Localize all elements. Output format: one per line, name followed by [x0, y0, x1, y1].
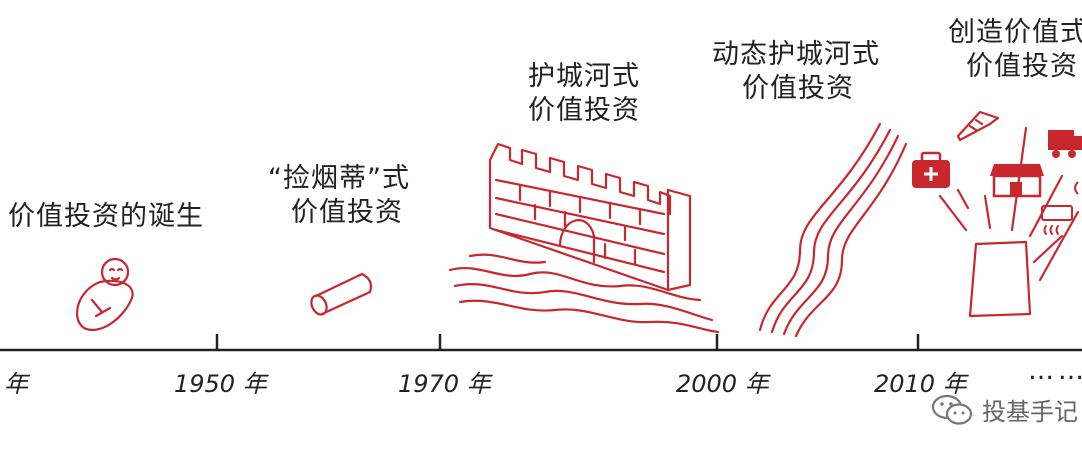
- mug-icon: [1074, 181, 1079, 195]
- watermark-text: 投基手记: [982, 398, 1078, 426]
- sneaker-icon: [956, 110, 1000, 142]
- castle-wall-icon: [448, 142, 720, 334]
- air-conditioner-icon: [1041, 205, 1073, 235]
- era-dynamic-moat-line2: 价值投资: [742, 73, 854, 104]
- year-label-2010: 2010 年: [874, 370, 967, 398]
- year-label-2000: 2000 年: [676, 370, 769, 398]
- shop-icon: [990, 164, 1044, 198]
- era-value-creation-label: 创造价值式 价值投资: [948, 16, 1082, 84]
- timeline-continuation: ……: [1028, 356, 1082, 386]
- era-birth-line1: 价值投资的诞生: [8, 201, 204, 232]
- timeline-ticks: [215, 334, 920, 350]
- era-value-creation-line2: 价值投资: [966, 51, 1078, 82]
- era-moat-line1: 护城河式: [528, 61, 640, 92]
- dynamic-moat-icon: [758, 122, 908, 338]
- era-cigar-butt-label: “捡烟蒂”式 价值投资: [268, 162, 410, 230]
- year-label-1950: 1950 年: [174, 370, 267, 398]
- baby-icon: [75, 257, 134, 331]
- medical-kit-icon: [912, 151, 950, 188]
- era-cigar-butt-line1: “捡烟蒂”式: [268, 163, 410, 194]
- year-label-1970: 1970 年: [398, 370, 491, 398]
- era-dynamic-moat-label: 动态护城河式 价值投资: [712, 38, 880, 106]
- truck-icon: [1048, 130, 1082, 158]
- wechat-icon: [931, 394, 973, 425]
- era-moat-line2: 价值投资: [528, 95, 640, 126]
- era-value-creation-line1: 创造价值式: [948, 17, 1082, 48]
- era-dynamic-moat-line1: 动态护城河式: [712, 39, 880, 70]
- era-birth-label: 价值投资的诞生: [8, 200, 204, 234]
- year-label-start: 年: [4, 370, 28, 398]
- era-moat-label: 护城河式 价值投资: [528, 60, 640, 128]
- watermark: 投基手记: [930, 392, 1078, 427]
- cigarette-butt-icon: [310, 272, 373, 316]
- era-cigar-butt-line2: 价值投资: [290, 197, 403, 228]
